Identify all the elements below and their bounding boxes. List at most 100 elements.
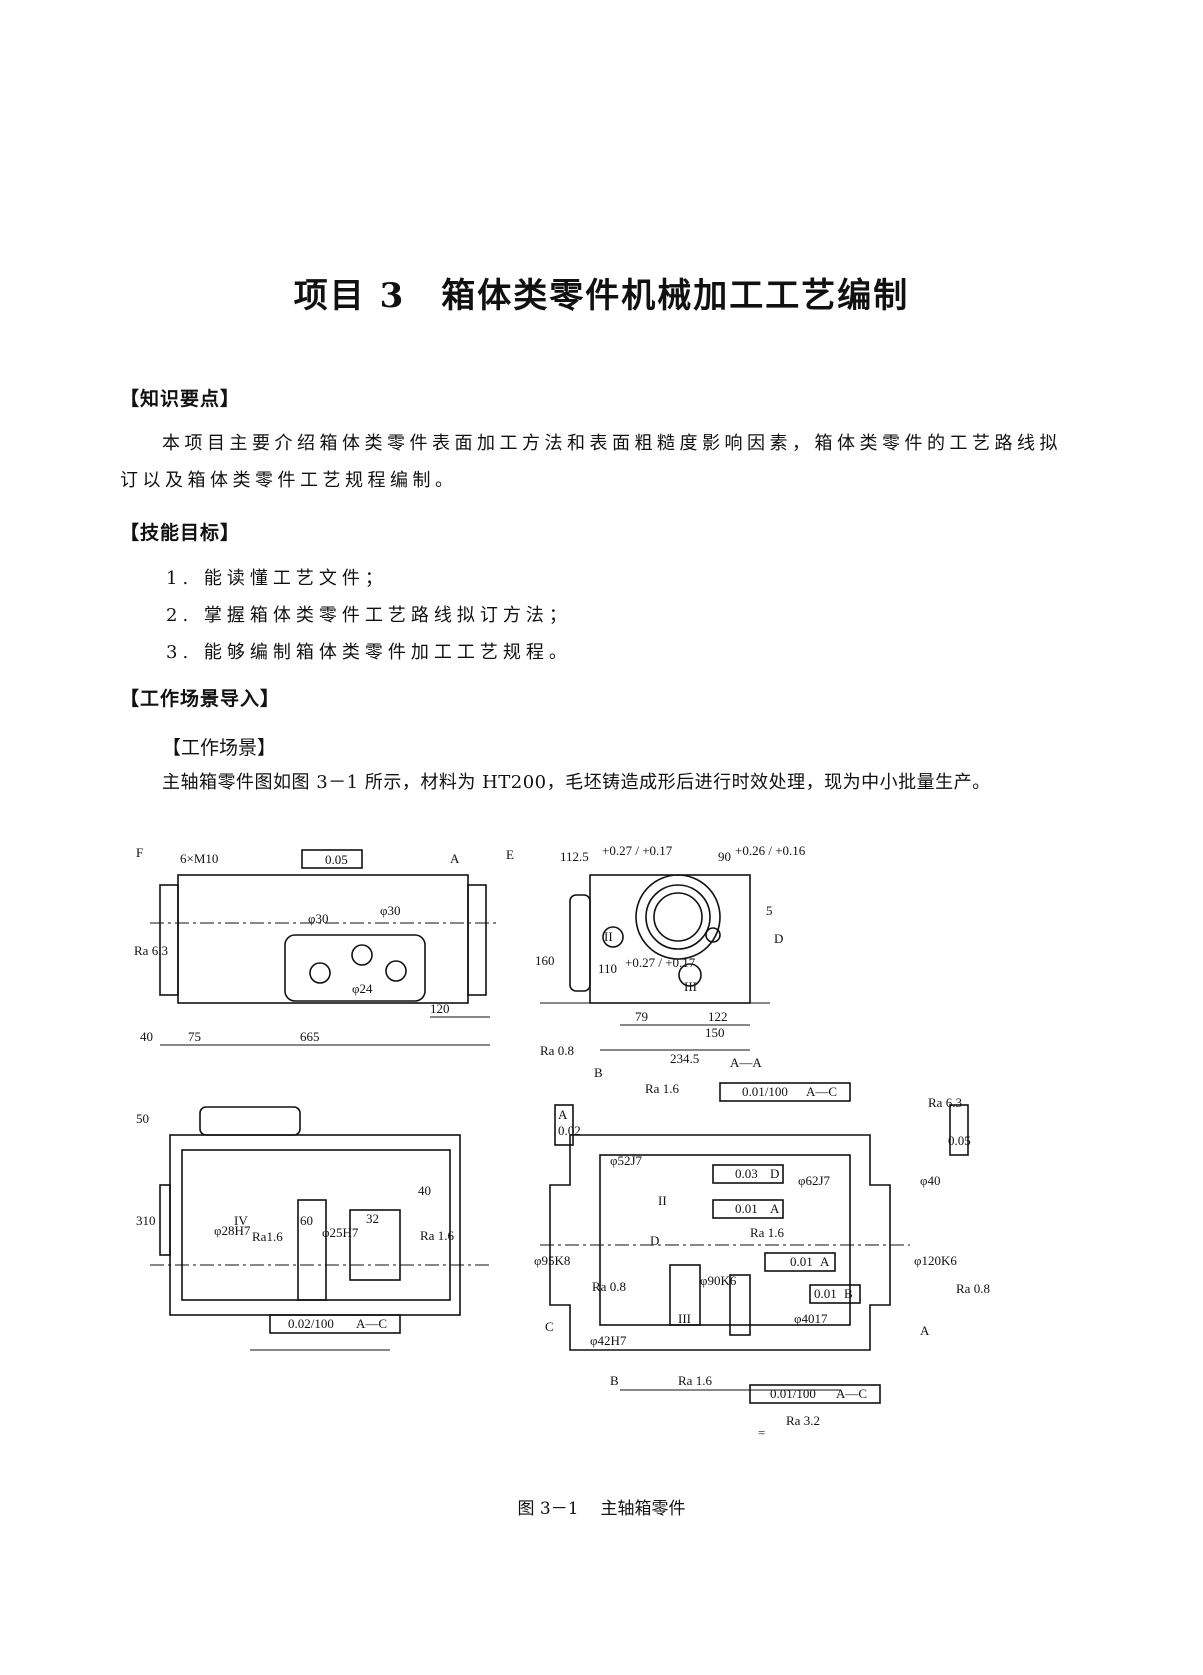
figure-caption-number: 图 3－1 bbox=[517, 1499, 579, 1519]
label-ta2: A bbox=[770, 1201, 780, 1216]
list-item: 2. 掌握箱体类零件工艺路线拟订方法； bbox=[166, 605, 572, 626]
label-ra16c: Ra 1.6 bbox=[750, 1225, 784, 1240]
label-aref: A bbox=[920, 1323, 930, 1338]
label-parallel-2: 0.02/100 bbox=[288, 1316, 334, 1331]
label-d40b: 40 bbox=[418, 1183, 431, 1198]
label-iii2: III bbox=[678, 1311, 691, 1326]
label-d1125-tol: +0.27 / +0.17 bbox=[602, 845, 673, 858]
label-ii2: II bbox=[658, 1193, 667, 1208]
label-runout-001: 0.01 bbox=[735, 1201, 758, 1216]
page-title: 项目 3 箱体类零件机械加工工艺编制 bbox=[0, 268, 1203, 317]
label-ra16a: Ra1.6 bbox=[252, 1229, 283, 1244]
label-m10: 6×M10 bbox=[180, 851, 218, 866]
label-d60: 60 bbox=[300, 1213, 313, 1228]
label-ra08l: Ra 0.8 bbox=[592, 1279, 626, 1294]
label-d28: φ28H7 bbox=[214, 1223, 251, 1238]
label-d310: 310 bbox=[136, 1213, 156, 1228]
drawing-labels: 6×M10 0.05 A E F Ra 6.3 φ30 φ30 φ24 40 7… bbox=[134, 843, 990, 1440]
label-ii: II bbox=[604, 929, 613, 944]
label-b: B bbox=[594, 1065, 603, 1080]
label-d90k: φ90K6 bbox=[700, 1273, 737, 1288]
label-d30a: φ30 bbox=[308, 911, 329, 926]
label-d2345: 234.5 bbox=[670, 1051, 699, 1066]
label-iv: IV bbox=[234, 1213, 248, 1228]
label-d24: φ24 bbox=[352, 981, 373, 996]
label-d150: 150 bbox=[705, 1025, 725, 1040]
label-d4017: φ4017 bbox=[794, 1311, 828, 1326]
label-d122: 122 bbox=[708, 1009, 728, 1024]
label-d40: 40 bbox=[140, 1029, 153, 1044]
label-bref: B bbox=[610, 1373, 619, 1388]
label-d120: 120 bbox=[430, 1001, 450, 1016]
scene-heading: 【工作场景导入】 bbox=[120, 688, 281, 710]
label-d25: φ25H7 bbox=[322, 1225, 359, 1240]
label-d90-tol: +0.26 / +0.16 bbox=[735, 845, 806, 858]
label-eq: = bbox=[758, 1425, 765, 1440]
label-d110-tol: +0.27 / +0.17 bbox=[625, 955, 696, 970]
label-d52: φ52J7 bbox=[610, 1153, 643, 1168]
label-ra16b: Ra 1.6 bbox=[420, 1228, 454, 1243]
drawing-svg: 6×M10 0.05 A E F Ra 6.3 φ30 φ30 φ24 40 7… bbox=[134, 843, 990, 1440]
label-d1125: 112.5 bbox=[560, 849, 589, 864]
label-d: D bbox=[774, 931, 783, 946]
scene-subheading: 【工作场景】 bbox=[162, 737, 277, 759]
label-d160: 160 bbox=[535, 953, 555, 968]
label-d665: 665 bbox=[300, 1029, 320, 1044]
label-a: A bbox=[450, 851, 460, 866]
label-circularity: 0.05 bbox=[948, 1133, 971, 1148]
label-d95: φ95K8 bbox=[534, 1253, 570, 1268]
label-t002: 0.02 bbox=[558, 1123, 581, 1138]
list-item: 3. 能够编制箱体类零件加工工艺规程。 bbox=[166, 642, 572, 663]
label-d32: 32 bbox=[366, 1211, 379, 1226]
label-d79: 79 bbox=[635, 1009, 648, 1024]
label-rb: B bbox=[844, 1286, 853, 1301]
label-d110: 110 bbox=[598, 961, 617, 976]
label-f: F bbox=[136, 845, 143, 860]
label-d30b: φ30 bbox=[380, 903, 401, 918]
label-runout-001b: 0.01 bbox=[814, 1286, 837, 1301]
front-view-window bbox=[284, 934, 426, 1002]
label-dd: D bbox=[650, 1233, 659, 1248]
label-ta: A bbox=[558, 1107, 568, 1122]
label-ra63: Ra 6.3 bbox=[134, 943, 168, 958]
label-d40r: φ40 bbox=[920, 1173, 941, 1188]
scene-paragraph: 主轴箱零件图如图 3－1 所示，材料为 HT200，毛坯铸造成形后进行时效处理，… bbox=[162, 772, 991, 793]
skills-heading: 【技能目标】 bbox=[120, 522, 241, 544]
project-number: 项目 3 bbox=[293, 276, 406, 316]
label-d75: 75 bbox=[188, 1029, 201, 1044]
label-parallel-2-ref: A—C bbox=[356, 1316, 387, 1331]
label-td: D bbox=[770, 1166, 779, 1181]
label-ra08: Ra 0.8 bbox=[540, 1043, 574, 1058]
section-view-body bbox=[549, 1134, 891, 1351]
label-d120k: φ120K6 bbox=[914, 1253, 957, 1268]
label-runout-003: 0.03 bbox=[735, 1166, 758, 1181]
figure-caption: 图 3－1 主轴箱零件 bbox=[0, 1494, 1203, 1519]
label-parallel-1-ref: A—C bbox=[806, 1084, 837, 1099]
label-parallel-1: 0.01/100 bbox=[742, 1084, 788, 1099]
label-d62: φ62J7 bbox=[798, 1173, 831, 1188]
list-item: 1. 能读懂工艺文件； bbox=[166, 568, 388, 589]
label-ra32: Ra 3.2 bbox=[786, 1413, 820, 1428]
label-ra16d: Ra 1.6 bbox=[678, 1373, 712, 1388]
label-pa: A bbox=[820, 1254, 830, 1269]
engineering-drawing: 6×M10 0.05 A E F Ra 6.3 φ30 φ30 φ24 40 7… bbox=[130, 843, 1070, 1485]
label-d42: φ42H7 bbox=[590, 1333, 627, 1348]
label-parallel-3: 0.01/100 bbox=[770, 1386, 816, 1401]
label-ra16-top: Ra 1.6 bbox=[645, 1081, 679, 1096]
label-ra08r: Ra 0.8 bbox=[956, 1281, 990, 1296]
knowledge-heading: 【知识要点】 bbox=[120, 388, 241, 410]
label-section-aa: A—A bbox=[730, 1055, 762, 1070]
label-parallel-3-ref: A—C bbox=[836, 1386, 867, 1401]
label-ra63-right: Ra 6.3 bbox=[928, 1095, 962, 1110]
front-view-flange-left bbox=[159, 884, 179, 996]
label-iii: III bbox=[684, 979, 697, 994]
knowledge-paragraph: 本项目主要介绍箱体类零件表面加工方法和表面粗糙度影响因素，箱体类零件的工艺路线拟… bbox=[120, 433, 1062, 491]
skills-list: 1. 能读懂工艺文件； 2. 掌握箱体类零件工艺路线拟订方法； 3. 能够编制箱… bbox=[166, 560, 572, 671]
label-c: C bbox=[545, 1319, 554, 1334]
project-title: 箱体类零件机械加工工艺编制 bbox=[441, 276, 910, 316]
label-d90: 90 bbox=[718, 849, 731, 864]
label-d5: 5 bbox=[766, 903, 773, 918]
figure-caption-title: 主轴箱零件 bbox=[600, 1499, 686, 1519]
label-flatness: 0.05 bbox=[325, 852, 348, 867]
